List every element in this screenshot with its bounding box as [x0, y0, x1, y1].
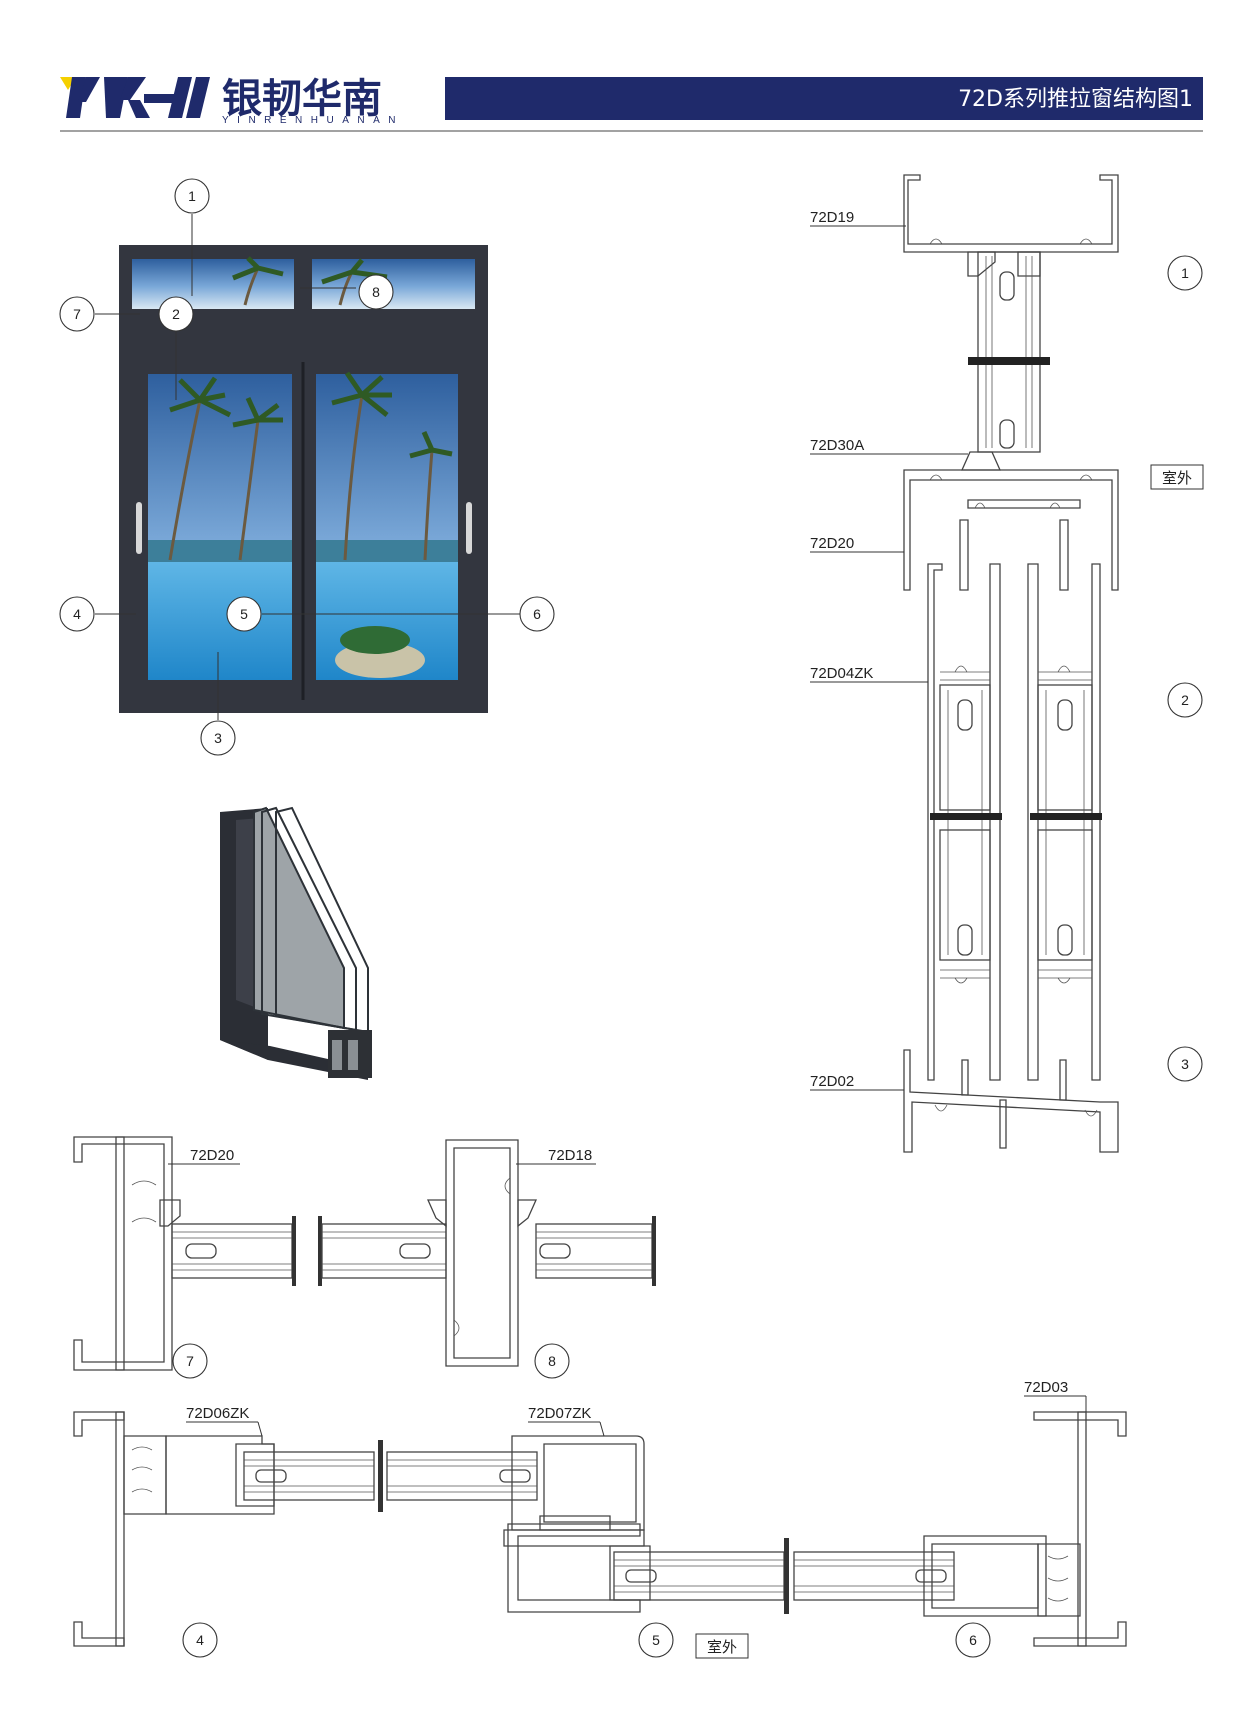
sash-72D04ZK-right — [1027, 563, 1102, 1081]
callout-5: 5 — [226, 596, 262, 632]
callout-2: 2 — [158, 296, 194, 332]
svg-text:4: 4 — [196, 1632, 204, 1648]
svg-text:8: 8 — [548, 1353, 556, 1369]
svg-text:2: 2 — [1181, 692, 1189, 708]
label-72D07ZK: 72D07ZK — [528, 1405, 591, 1422]
profile-72D20-side — [73, 1136, 181, 1371]
sash-section-5 — [507, 1523, 955, 1614]
brand-name-en: YINRENHUANAN — [222, 115, 404, 126]
svg-text:4: 4 — [73, 606, 81, 622]
label-72D04ZK: 72D04ZK — [810, 665, 873, 682]
marker-section-5: 5 — [638, 1622, 674, 1658]
transom-pane-right — [312, 259, 475, 309]
callout-3: 3 — [200, 720, 236, 756]
svg-text:5: 5 — [652, 1632, 660, 1648]
marker-vertical-1: 1 — [1167, 255, 1203, 291]
profile-72D02 — [903, 1049, 1119, 1153]
label-72D18: 72D18 — [548, 1147, 592, 1164]
title-bar — [445, 77, 1203, 120]
sash-pane-right — [316, 374, 458, 680]
glass-unit-top — [968, 251, 1050, 453]
page-title: 72D系列推拉窗结构图1 — [958, 87, 1193, 112]
logo-mark — [66, 77, 210, 118]
glass-unit-8 — [535, 1216, 656, 1286]
svg-text:室外: 室外 — [707, 1638, 737, 1656]
marker-vertical-2: 2 — [1167, 682, 1203, 718]
marker-section-8: 8 — [534, 1343, 570, 1379]
sash-72D04ZK-left — [927, 563, 1002, 1081]
svg-text:1: 1 — [1181, 265, 1189, 281]
sash-handle-left — [136, 502, 142, 554]
glass-unit-mid — [318, 1216, 447, 1286]
sash-72D07ZK — [386, 1435, 645, 1547]
callout-8: 8 — [358, 274, 394, 310]
callout-1: 1 — [174, 178, 210, 214]
glass-unit-7 — [171, 1216, 296, 1286]
svg-text:3: 3 — [214, 730, 222, 746]
label-72D02: 72D02 — [810, 1073, 854, 1090]
palm-trees — [168, 256, 453, 561]
profile-72D30A — [903, 451, 1119, 591]
sash-pane-left — [148, 374, 292, 680]
svg-text:6: 6 — [969, 1632, 977, 1648]
callout-4: 4 — [59, 596, 95, 632]
profile-side-frame-4 — [73, 1411, 167, 1647]
svg-text:3: 3 — [1181, 1056, 1189, 1072]
sash-72D06ZK — [165, 1435, 383, 1515]
label-72D06ZK: 72D06ZK — [186, 1405, 249, 1422]
brand-logo: 银韧华南 YINRENHUANAN — [60, 76, 404, 126]
profile-72D20-rails — [959, 519, 1069, 591]
marker-section-4: 4 — [182, 1622, 218, 1658]
header: 银韧华南 YINRENHUANAN 72D系列推拉窗结构图1 — [60, 76, 1203, 132]
brand-name-cn: 银韧华南 — [222, 76, 382, 122]
marker-section-7: 7 — [172, 1343, 208, 1379]
marker-vertical-3: 3 — [1167, 1046, 1203, 1082]
label-72D30A: 72D30A — [810, 437, 864, 454]
svg-text:5: 5 — [240, 606, 248, 622]
svg-text:室外: 室外 — [1162, 469, 1192, 487]
label-72D20: 72D20 — [810, 535, 854, 552]
svg-text:1: 1 — [188, 188, 196, 204]
marker-section-6: 6 — [955, 1622, 991, 1658]
window-frame — [119, 245, 488, 713]
svg-text:7: 7 — [186, 1353, 194, 1369]
profile-72D18 — [426, 1139, 538, 1367]
svg-text:7: 7 — [73, 306, 81, 322]
svg-text:6: 6 — [533, 606, 541, 622]
profile-72D19 — [903, 174, 1119, 277]
outside-tag-vertical: 室外 — [1150, 464, 1204, 490]
svg-text:2: 2 — [172, 306, 180, 322]
profile-72D03 — [923, 1411, 1127, 1647]
sash-handle-right — [466, 502, 472, 554]
label-72D03: 72D03 — [1024, 1379, 1068, 1396]
callout-6: 6 — [519, 596, 555, 632]
label-72D20-side: 72D20 — [190, 1147, 234, 1164]
label-72D19: 72D19 — [810, 209, 854, 226]
callout-7: 7 — [59, 296, 95, 332]
transom-pane-left — [132, 259, 294, 309]
outside-tag-horizontal: 室外 — [695, 1633, 749, 1659]
svg-text:8: 8 — [372, 284, 380, 300]
